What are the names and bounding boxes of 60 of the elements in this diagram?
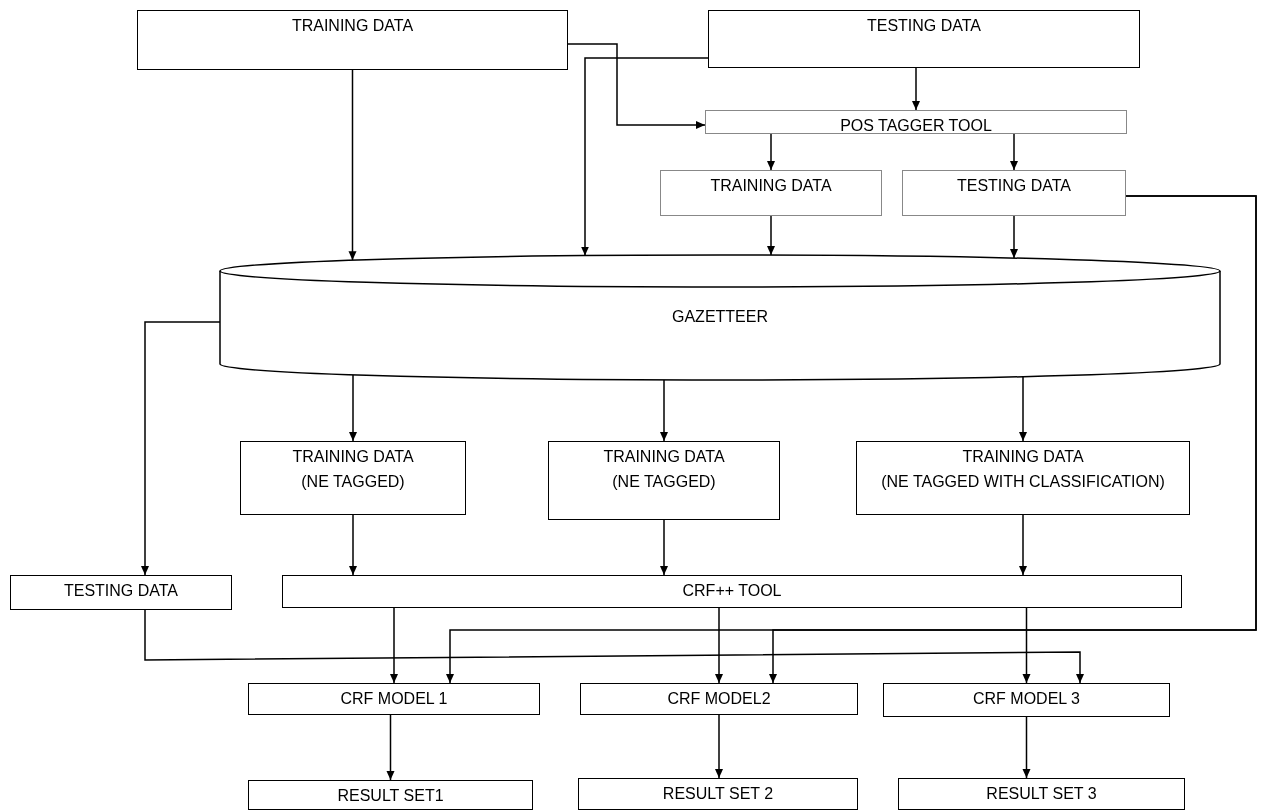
arrow	[1010, 133, 1018, 171]
box-label: TRAINING DATA	[292, 447, 414, 467]
box-label: (NE TAGGED)	[301, 471, 405, 492]
arrow	[767, 133, 775, 171]
process-box	[580, 683, 858, 715]
arrow	[715, 714, 723, 779]
box-label: CRF++ TOOL	[682, 581, 782, 601]
process-box	[248, 683, 540, 715]
process-box	[883, 683, 1170, 717]
process-box	[708, 10, 1140, 68]
arrow	[1022, 607, 1031, 684]
arrow	[660, 379, 668, 442]
process-box	[856, 441, 1190, 515]
box-label: POS TAGGER TOOL	[840, 116, 992, 136]
arrow	[769, 195, 1257, 684]
arrow	[1022, 716, 1031, 779]
arrow	[144, 609, 1084, 684]
arrow	[349, 514, 357, 576]
box-label: GAZETTEER	[672, 307, 768, 328]
process-box	[248, 780, 533, 810]
arrow	[660, 519, 668, 576]
box-label: TRAINING DATA	[962, 447, 1084, 467]
arrow	[390, 607, 398, 684]
process-box	[578, 778, 858, 810]
arrow	[386, 714, 395, 781]
process-box	[902, 170, 1126, 216]
box-label: CRF MODEL 1	[340, 689, 448, 709]
box-label: TESTING DATA	[63, 581, 179, 601]
box-label: TRAINING DATA	[291, 16, 414, 36]
arrow	[141, 321, 221, 576]
box-label: CRF MODEL 3	[973, 689, 1080, 709]
arrow	[567, 43, 706, 129]
box-label: (NE TAGGED)	[612, 471, 716, 492]
arrow	[1019, 514, 1027, 576]
box-label: CRF MODEL2	[667, 689, 771, 709]
process-box	[660, 170, 882, 216]
arrow	[1019, 376, 1027, 442]
box-label: RESULT SET 2	[662, 784, 774, 804]
arrow	[581, 57, 709, 257]
arrow	[349, 374, 357, 442]
arrow	[1010, 215, 1018, 259]
arrow	[715, 607, 723, 684]
arrow	[767, 215, 775, 256]
arrow	[912, 67, 920, 111]
process-box	[548, 441, 780, 520]
process-box	[240, 441, 466, 515]
process-box	[137, 10, 568, 70]
box-label: RESULT SET1	[337, 786, 444, 806]
box-label: (NE TAGGED WITH CLASSIFICATION)	[881, 471, 1165, 492]
process-box	[10, 575, 232, 610]
box-label: RESULT SET 3	[986, 784, 1097, 804]
process-box	[705, 110, 1127, 134]
box-label: TESTING DATA	[956, 176, 1072, 196]
process-box	[282, 575, 1182, 608]
arrow	[348, 69, 357, 261]
process-box	[898, 778, 1185, 810]
box-label: TESTING DATA	[866, 16, 982, 36]
box-label: TRAINING DATA	[710, 176, 832, 196]
box-label: TRAINING DATA	[603, 447, 725, 467]
database-cylinder	[220, 255, 1220, 380]
